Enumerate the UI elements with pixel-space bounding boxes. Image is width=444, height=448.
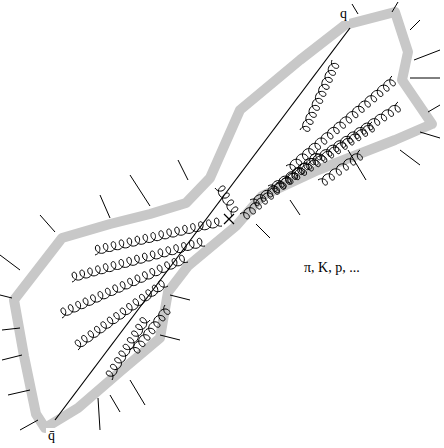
hadron-track	[414, 50, 440, 60]
hadron-track	[130, 175, 150, 206]
hadron-track	[348, 150, 366, 180]
hadron-track	[160, 335, 180, 340]
gluon-line	[300, 60, 339, 131]
quark-label: q	[338, 6, 349, 21]
gluon-line	[130, 305, 170, 353]
hadron-track	[40, 215, 55, 232]
gluon-line	[250, 122, 374, 206]
hadron-track	[0, 295, 12, 298]
hadron-track	[420, 132, 440, 138]
gluon-line	[318, 150, 362, 185]
hadron-track	[256, 224, 270, 238]
gluon-line	[215, 186, 238, 216]
hadron-track	[410, 20, 420, 30]
hadron-track	[352, 4, 358, 14]
hadron-track	[100, 195, 110, 218]
hadron-track	[392, 2, 398, 12]
hadron-track	[2, 328, 20, 330]
hadron-track	[98, 398, 100, 430]
hadron-track	[178, 160, 188, 180]
vertex-cross	[224, 214, 234, 224]
hadronization-region	[14, 12, 432, 428]
hadron-track	[110, 395, 120, 412]
hadron-track	[8, 390, 30, 395]
hadron-track	[290, 200, 300, 215]
hadron-track	[0, 255, 20, 270]
gluon-line	[75, 281, 168, 350]
hadron-track	[130, 380, 145, 405]
hadron-label: π, K, p, ...	[302, 260, 362, 275]
gluon-line	[286, 76, 395, 171]
gluon-line	[268, 102, 400, 192]
hadron-track	[170, 295, 190, 300]
antiquark-label: q̄	[46, 428, 57, 443]
hadron-track	[400, 150, 420, 165]
quark-line	[55, 28, 350, 420]
hadron-track	[20, 420, 38, 430]
hadron-track	[2, 355, 22, 360]
gluon-line	[106, 318, 150, 380]
hadron-track	[410, 78, 440, 79]
hadron-track	[428, 105, 440, 112]
